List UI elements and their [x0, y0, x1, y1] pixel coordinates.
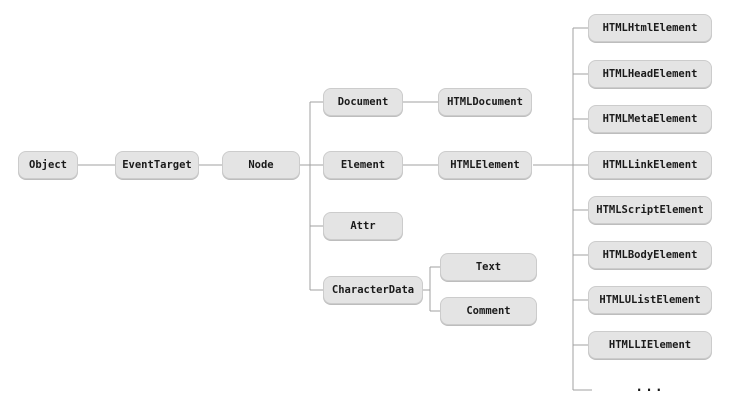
node-html-html-element: HTMLHtmlElement: [588, 14, 712, 42]
node-html-link-element: HTMLLinkElement: [588, 151, 712, 179]
node-html-meta-element: HTMLMetaElement: [588, 105, 712, 133]
node-character-data: CharacterData: [323, 276, 423, 304]
node-html-li-element: HTMLLIElement: [588, 331, 712, 359]
node-html-head-element: HTMLHeadElement: [588, 60, 712, 88]
node-text: Text: [440, 253, 537, 281]
node-html-element: HTMLElement: [438, 151, 532, 179]
node-element: Element: [323, 151, 403, 179]
node-event-target: EventTarget: [115, 151, 199, 179]
more-elements-ellipsis: ...: [635, 380, 665, 395]
node-comment: Comment: [440, 297, 537, 325]
node-node: Node: [222, 151, 300, 179]
node-html-ulist-element: HTMLUListElement: [588, 286, 712, 314]
node-document: Document: [323, 88, 403, 116]
node-html-body-element: HTMLBodyElement: [588, 241, 712, 269]
node-attr: Attr: [323, 212, 403, 240]
node-html-script-element: HTMLScriptElement: [588, 196, 712, 224]
node-object: Object: [18, 151, 78, 179]
node-html-document: HTMLDocument: [438, 88, 532, 116]
